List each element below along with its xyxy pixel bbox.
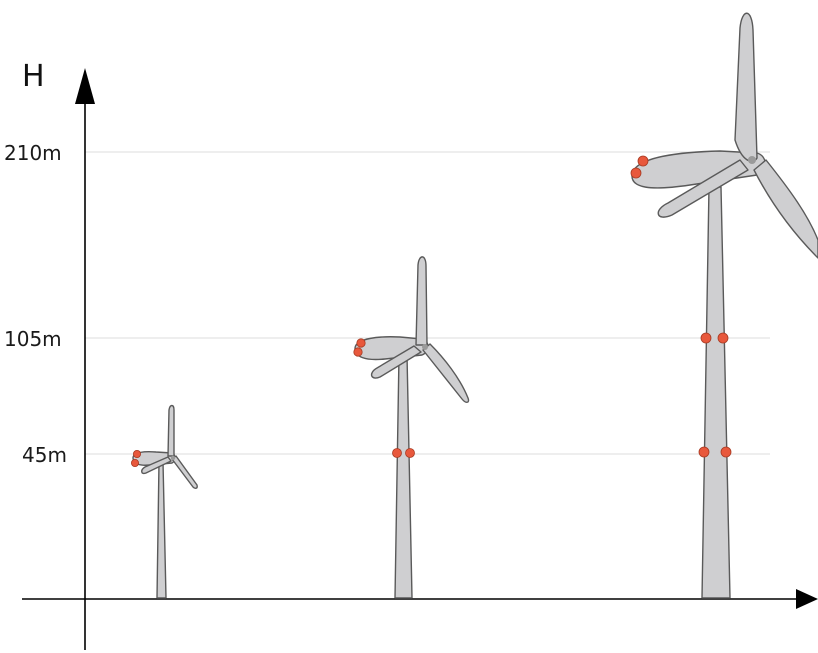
y-axis-arrowhead xyxy=(75,68,95,104)
turbine-medium xyxy=(353,256,470,599)
warning-light-large-tower-mid-1 xyxy=(700,332,712,344)
turbine-large-hub xyxy=(748,156,756,164)
warning-light-large-tower-low-1 xyxy=(698,446,710,458)
turbine-small-hub xyxy=(170,455,176,461)
tick-label-210m: 210m xyxy=(4,141,62,165)
warning-light-medium-tower-1 xyxy=(392,448,402,458)
warning-light-small-nacelle-2 xyxy=(130,458,139,467)
turbine-small-blade-up xyxy=(167,404,175,457)
turbine-small-tower xyxy=(156,461,167,599)
y-axis-title: H xyxy=(22,59,45,94)
warning-light-medium-nacelle-1 xyxy=(356,338,366,348)
turbine-small-blade-right xyxy=(171,455,198,489)
warning-light-large-nacelle-2 xyxy=(630,167,642,179)
warning-light-medium-tower-2 xyxy=(405,448,415,458)
warning-light-large-tower-mid-2 xyxy=(717,332,729,344)
x-axis xyxy=(22,589,818,609)
turbine-small xyxy=(130,404,198,599)
turbine-medium-blade-right xyxy=(422,343,470,403)
warning-light-small-nacelle-1 xyxy=(132,449,141,458)
turbine-medium-blade-up xyxy=(415,256,428,346)
turbine-large-blade-up xyxy=(734,12,758,162)
turbine-large-blade-right xyxy=(753,159,818,259)
warning-light-medium-nacelle-2 xyxy=(353,347,363,357)
tick-label-105m: 105m xyxy=(4,327,62,351)
warning-light-large-tower-low-2 xyxy=(720,446,732,458)
tick-label-45m: 45m xyxy=(22,443,67,467)
x-axis-arrowhead xyxy=(796,589,818,609)
turbine-large xyxy=(630,12,818,599)
turbine-large-tower xyxy=(701,186,731,599)
warning-light-large-nacelle-1 xyxy=(637,155,649,167)
turbine-large-blade-left xyxy=(657,159,749,218)
turbine-medium-tower xyxy=(394,354,413,599)
turbine-small-blade-left xyxy=(141,456,172,475)
y-axis xyxy=(75,68,95,650)
turbine-medium-blade-left xyxy=(370,345,422,379)
turbine-medium-hub xyxy=(422,344,428,350)
